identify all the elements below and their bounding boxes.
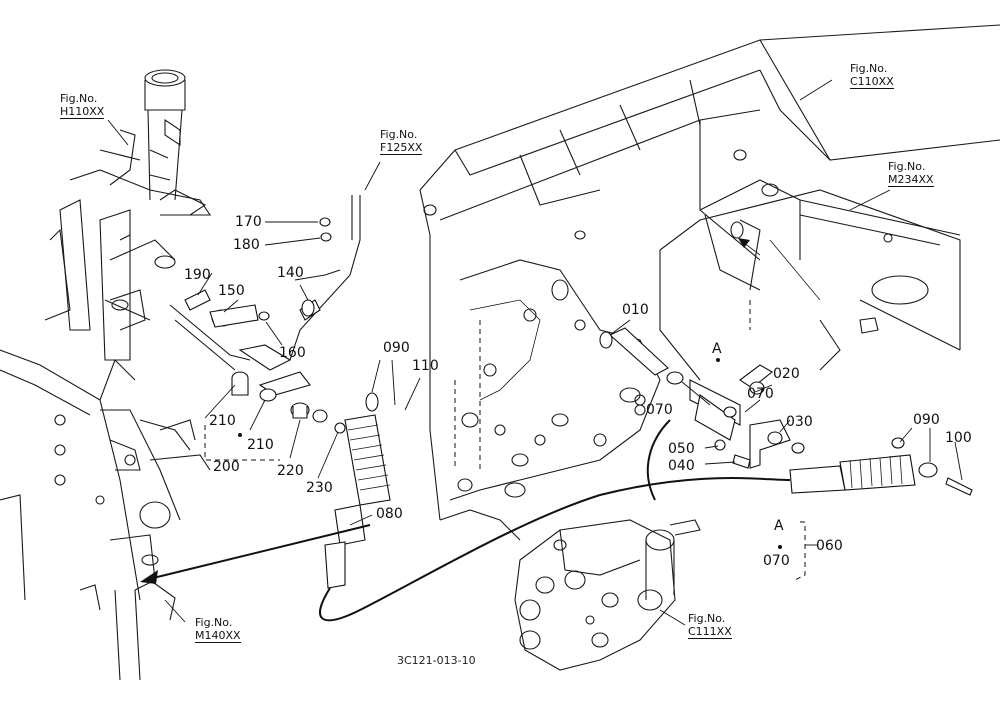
part-label-070-detail: 070 [763, 553, 790, 569]
fig-ref-number: C111XX [688, 625, 732, 639]
drawing-code: 3C121-013-10 [397, 654, 476, 667]
part-label-010: 010 [622, 302, 649, 318]
fig-ref-number: H110XX [60, 105, 105, 119]
fig-ref-h110: Fig.No. H110XX [60, 92, 105, 119]
part-label-230: 230 [306, 480, 333, 496]
control-valve [514, 419, 701, 671]
callout-a-dot-detail [778, 545, 782, 549]
fig-ref-c111: Fig.No. C111XX [688, 612, 732, 639]
chassis-frame [0, 349, 211, 681]
part-label-020: 020 [773, 366, 800, 382]
part-label-090-left: 090 [383, 340, 410, 356]
fig-ref-prefix: Fig.No. [850, 62, 888, 75]
part-label-030: 030 [786, 414, 813, 430]
part-label-090-right: 090 [913, 412, 940, 428]
callout-label-a: A [712, 341, 722, 357]
part-label-220: 220 [277, 463, 304, 479]
part-label-210-left: 210 [209, 413, 236, 429]
fig-ref-number: M140XX [195, 629, 241, 643]
fig-ref-number: M234XX [888, 173, 934, 187]
fig-ref-prefix: Fig.No. [195, 616, 233, 629]
leader-lines [107, 79, 963, 626]
lever-assembly [599, 327, 805, 469]
part-label-140: 140 [277, 265, 304, 281]
part-label-070-left: 070 [646, 402, 673, 418]
fig-ref-m234: Fig.No. M234XX [888, 160, 934, 187]
part-label-180: 180 [233, 237, 260, 253]
fig-ref-prefix: Fig.No. [888, 160, 926, 173]
part-label-190: 190 [184, 267, 211, 283]
part-label-170: 170 [235, 214, 262, 230]
part-label-050: 050 [668, 441, 695, 457]
fig-ref-number: C110XX [850, 75, 894, 89]
part-label-110: 110 [412, 358, 439, 374]
part-label-200: 200 [213, 459, 240, 475]
fig-ref-prefix: Fig.No. [60, 92, 98, 105]
part-label-070-right: 070 [747, 386, 774, 402]
linkage-parts [169, 195, 361, 461]
part-label-160: 160 [279, 345, 306, 361]
fig-ref-prefix: Fig.No. [688, 612, 726, 625]
transmission-housing [419, 24, 1000, 541]
part-label-150: 150 [218, 283, 245, 299]
fig-ref-number: F125XX [380, 141, 423, 155]
fig-ref-f125: Fig.No. F125XX [380, 128, 423, 155]
callout-a-dot [716, 358, 720, 362]
reference-arrows [140, 238, 761, 584]
part-label-060: 060 [816, 538, 843, 554]
callout-label-a-detail: A [774, 518, 784, 534]
part-label-210-right: 210 [247, 437, 274, 453]
fig-ref-m140: Fig.No. M140XX [195, 616, 241, 643]
control-cable [319, 392, 973, 622]
part-label-080: 080 [376, 506, 403, 522]
part-label-100: 100 [945, 430, 972, 446]
part-label-040: 040 [668, 458, 695, 474]
steering-column [44, 69, 212, 361]
fig-ref-c110: Fig.No. C110XX [850, 62, 894, 89]
fig-ref-prefix: Fig.No. [380, 128, 418, 141]
